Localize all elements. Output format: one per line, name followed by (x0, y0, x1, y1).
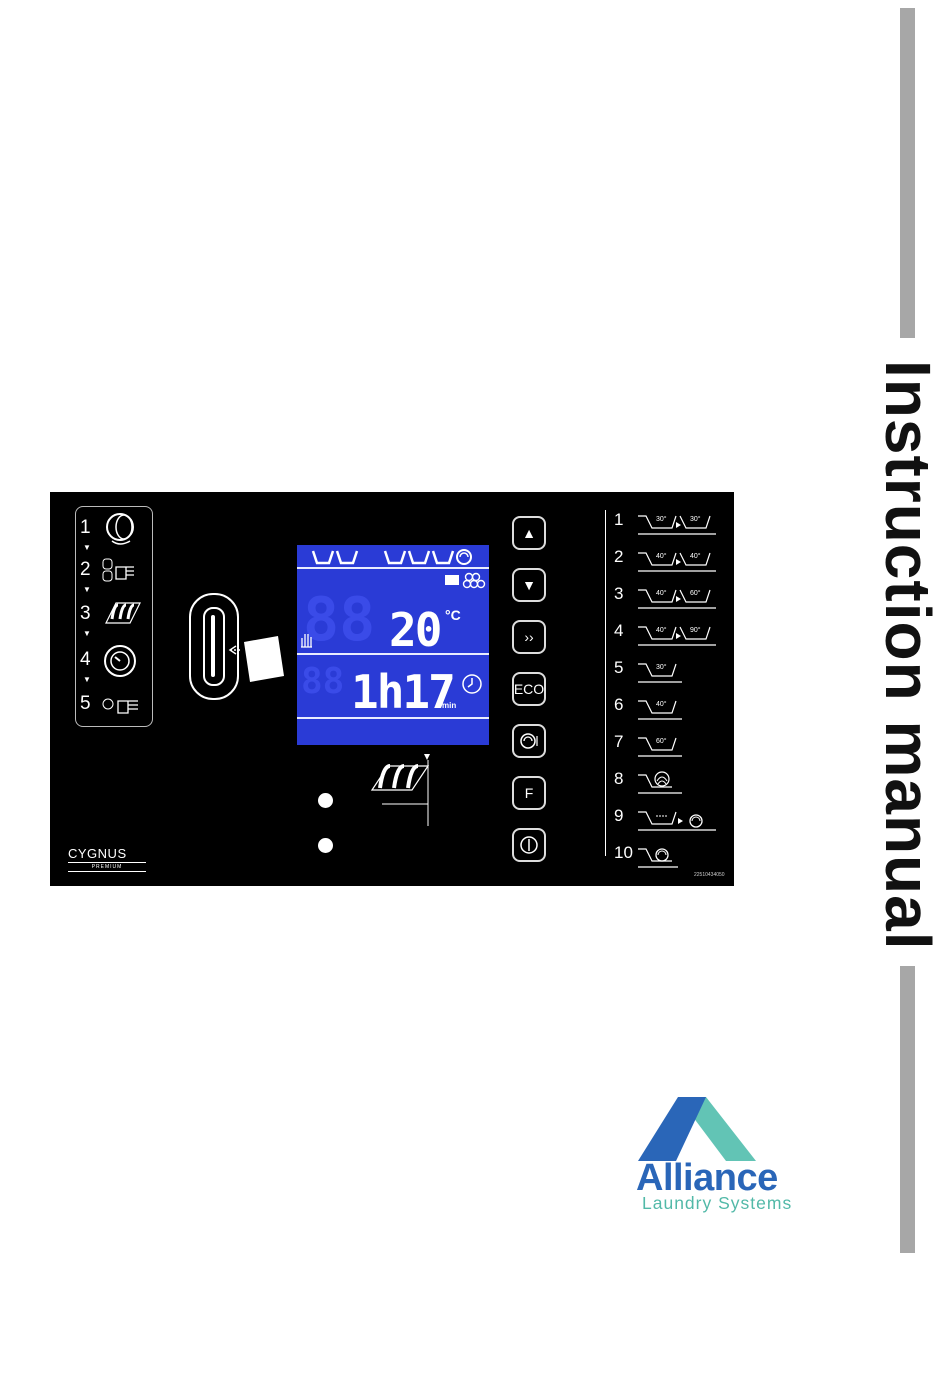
step-arrow: ▼ (83, 585, 91, 594)
program-6-wash-icon: 40° (636, 695, 732, 723)
title-block: Instruction manual (860, 360, 950, 950)
lcd-temperature: 20 (389, 603, 440, 657)
function-button[interactable]: F (512, 776, 546, 810)
svg-text:30°: 30° (690, 515, 701, 523)
step-arrow: ▼ (83, 629, 91, 638)
wash-phase-icons (311, 548, 489, 566)
clock-icon (461, 673, 483, 695)
spin-icon (518, 730, 540, 752)
step-arrow: ▼ (83, 543, 91, 552)
program-8-wool-icon (636, 769, 732, 797)
title-rule-bottom (900, 966, 915, 1253)
step-2: 2 (80, 559, 91, 581)
program-list-rule (605, 510, 606, 856)
program-5-wash-icon: 30° (636, 658, 732, 686)
hand-icon (300, 631, 314, 649)
program-number-4: 4 (614, 621, 623, 641)
program-number-5: 5 (614, 658, 623, 678)
lcd-time-unit: min (442, 701, 456, 710)
svg-text:40°: 40° (656, 589, 667, 597)
card-slot-opening (203, 607, 225, 686)
step-1: 1 (80, 517, 91, 539)
program-10-spin-icon (636, 843, 732, 871)
program-number-6: 6 (614, 695, 623, 715)
lcd-inactive-segments: 88 (301, 661, 344, 702)
indicator-led (318, 793, 333, 808)
power-button[interactable] (512, 828, 546, 862)
lcd-divider (297, 567, 489, 569)
select-program-icon (102, 557, 142, 587)
lcd-status-icons (443, 571, 489, 589)
program-number-8: 8 (614, 769, 623, 789)
power-icon (518, 834, 540, 856)
power-hand-icon (102, 695, 146, 717)
program-number-7: 7 (614, 732, 623, 752)
svg-text:90°: 90° (690, 626, 701, 634)
down-button[interactable]: ▼ (512, 568, 546, 602)
logo-subtitle: Laundry Systems (642, 1193, 792, 1214)
svg-text:30°: 30° (656, 515, 667, 523)
program-1-wash-icon: 30° 30° (636, 510, 732, 538)
panel-brand-sub: PREMIUM (68, 862, 146, 872)
door-open-icon (102, 511, 142, 547)
document-title: Instruction manual (871, 360, 945, 951)
detergent-drawer-icon (368, 754, 438, 828)
program-number-1: 1 (614, 510, 623, 530)
lcd-divider (297, 653, 489, 655)
logo-mark-icon (636, 1097, 766, 1163)
lcd-time: 1h17 (351, 665, 454, 719)
control-panel: 1 ▼ 2 ▼ 3 ▼ 4 ▼ 5 (50, 492, 734, 886)
up-button[interactable]: ▲ (512, 516, 546, 550)
svg-text:30°: 30° (656, 663, 667, 671)
title-rule-top (900, 8, 915, 338)
step-3: 3 (80, 603, 91, 625)
program-number-3: 3 (614, 584, 623, 604)
svg-text:40°: 40° (656, 552, 667, 560)
program-number-9: 9 (614, 806, 623, 826)
program-number-2: 2 (614, 547, 623, 567)
card-insert-icon (226, 632, 288, 684)
program-3-wash-icon: 40° 60° (636, 584, 732, 612)
fast-forward-button[interactable]: ›› (512, 620, 546, 654)
program-2-wash-icon: 40° 40° (636, 547, 732, 575)
program-number-10: 10 (614, 843, 633, 863)
step-arrow: ▼ (83, 675, 91, 684)
svg-text:40°: 40° (690, 552, 701, 560)
program-4-wash-icon: 40° 90° (636, 621, 732, 649)
lcd-temperature-unit: °C (445, 607, 461, 623)
step-4: 4 (80, 649, 91, 671)
svg-text:40°: 40° (656, 700, 667, 708)
svg-text:60°: 60° (656, 737, 667, 745)
detergent-drawer-icon (102, 597, 146, 629)
program-7-wash-icon: 60° (636, 732, 732, 760)
figure-code: 22510434050 (694, 872, 725, 878)
lcd-divider (297, 717, 489, 719)
spin-button[interactable] (512, 724, 546, 758)
eco-button[interactable]: ECO (512, 672, 546, 706)
panel-brand: CYGNUS (68, 846, 127, 861)
lcd-display: 88 20 °C 88 1h17 min (297, 545, 489, 745)
svg-text:60°: 60° (690, 589, 701, 597)
start-dial-icon (102, 643, 142, 681)
svg-text:40°: 40° (656, 626, 667, 634)
step-5: 5 (80, 693, 91, 715)
program-9-rinse-spin-icon (636, 806, 732, 834)
step-guide: 1 ▼ 2 ▼ 3 ▼ 4 ▼ 5 (75, 506, 153, 727)
indicator-led (318, 838, 333, 853)
alliance-logo: Alliance Laundry Systems (636, 1097, 858, 1217)
